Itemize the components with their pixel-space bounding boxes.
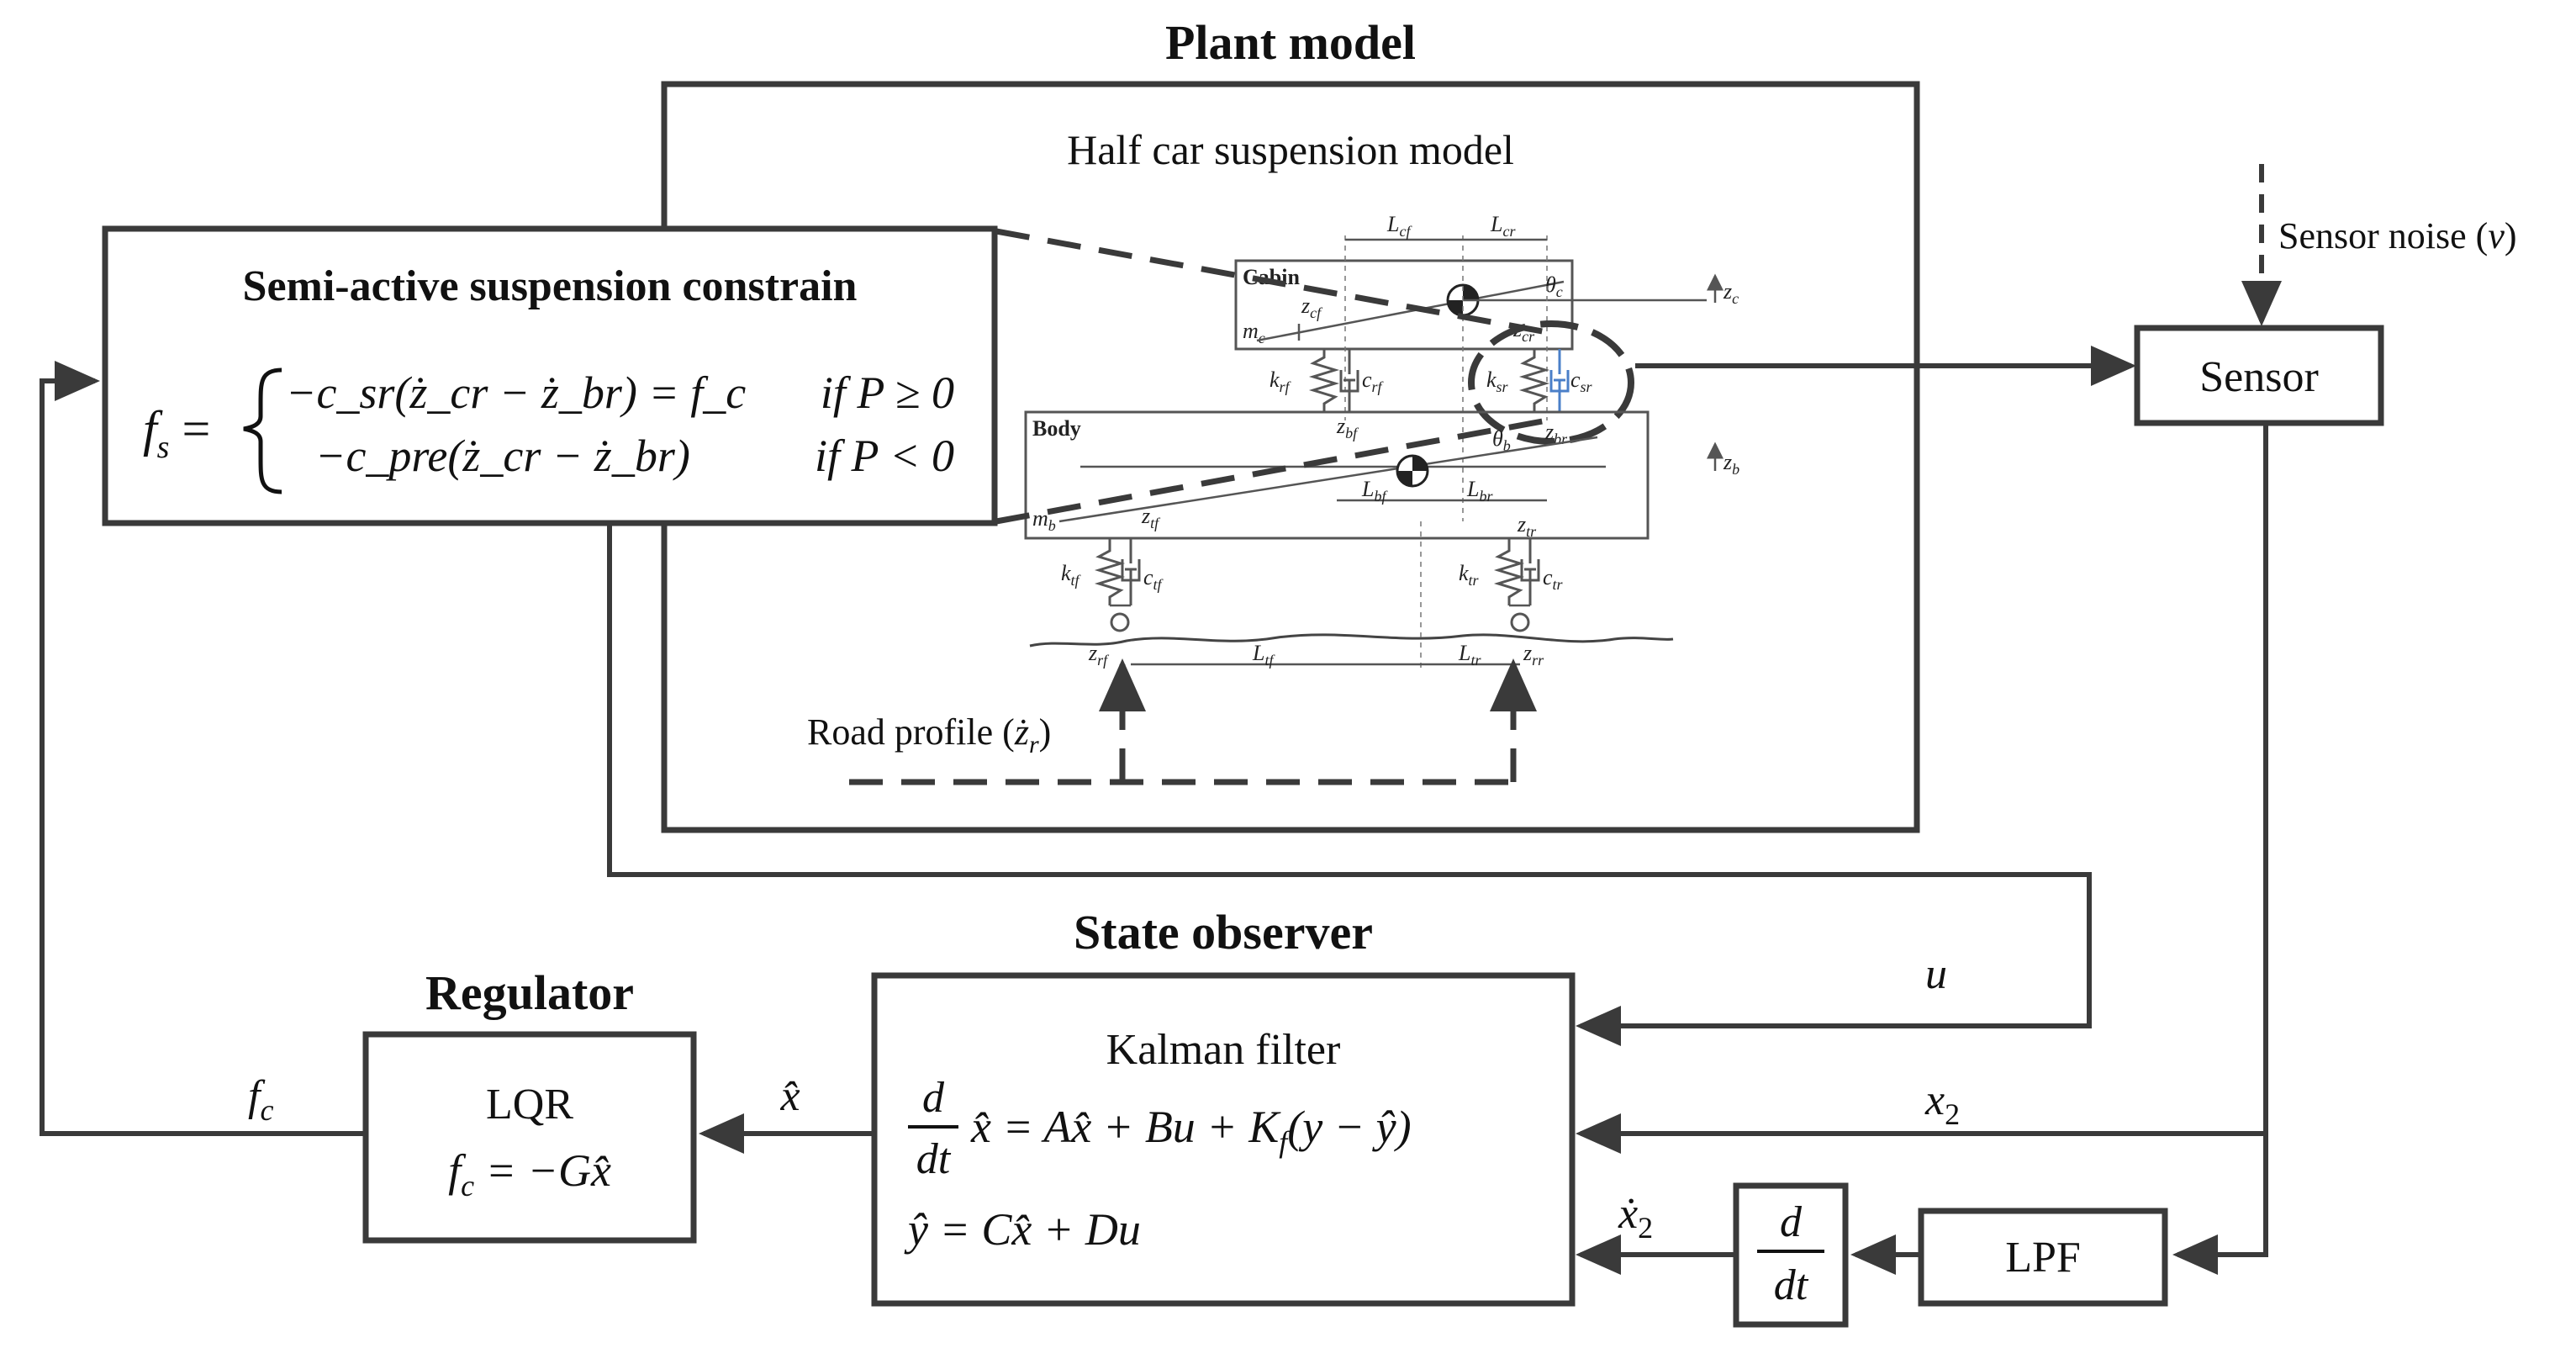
constraint-title: Semi-active suspension constrain xyxy=(243,262,858,310)
constraint-row1: −c_sr(ż_cr − ż_br) = f_c xyxy=(286,367,746,418)
lqr-equation: fc = −Gx̂ xyxy=(448,1145,611,1203)
plant-model-title: Plant model xyxy=(1165,15,1416,70)
plant-subtitle: Half car suspension model xyxy=(1067,126,1514,173)
kalman-filter-label: Kalman filter xyxy=(1106,1026,1341,1074)
rear-wheel-contact xyxy=(1510,612,1530,632)
zb-label: zb xyxy=(1723,450,1739,478)
svg-text:dt: dt xyxy=(916,1135,952,1183)
svg-text:ŷ = Cx̂ + Du: ŷ = Cx̂ + Du xyxy=(904,1204,1141,1255)
u-label: u xyxy=(1925,950,1947,998)
front-wheel-contact xyxy=(1110,612,1130,632)
csr-label: csr xyxy=(1570,367,1593,395)
svg-text:fs =: fs = xyxy=(143,401,210,465)
zcf-label: zcf xyxy=(1301,293,1323,321)
lqr-label: LQR xyxy=(486,1081,573,1129)
constraint-row2-cond: if P < 0 xyxy=(815,431,954,481)
kalman-filter-box xyxy=(871,972,1576,1307)
ztr-label: ztr xyxy=(1517,512,1537,540)
ctr-label: ctr xyxy=(1543,565,1564,593)
sensor-noise-label: Sensor noise (ν) xyxy=(2278,215,2517,256)
mc-label: mc xyxy=(1243,319,1265,346)
constraint-row1-cond: if P ≥ 0 xyxy=(821,367,954,418)
constraint-equation: fs = −c_sr(ż_cr − ż_br) = f_c if P ≥ 0 −… xyxy=(143,367,954,494)
lpf-label: LPF xyxy=(2005,1234,2081,1282)
lbf-label: Lbf xyxy=(1361,477,1388,505)
lqr-box xyxy=(362,1031,697,1244)
road-profile-label: Road profile (żr) xyxy=(807,711,1051,759)
zoom-line-top xyxy=(995,228,1548,336)
ksr-label: ksr xyxy=(1486,367,1509,395)
sensor-label: Sensor xyxy=(2199,353,2319,401)
tire-front-damper xyxy=(1121,538,1141,605)
ztf-label: ztf xyxy=(1141,504,1161,531)
ltf-label: Ltf xyxy=(1252,641,1275,669)
regulator-title: Regulator xyxy=(425,965,634,1020)
cabin-tilt-line xyxy=(1256,280,1565,342)
fc-label: fc xyxy=(248,1072,273,1127)
ltr-label: Ltr xyxy=(1458,641,1481,669)
xhat-label: x̂ xyxy=(779,1072,800,1120)
lpf-box xyxy=(1918,1208,2168,1307)
zoom-line-bottom xyxy=(995,417,1548,525)
ctf-label: ctf xyxy=(1143,565,1164,593)
derivative-num: d xyxy=(1780,1198,1803,1246)
sensor-box xyxy=(2134,325,2384,426)
constraint-box xyxy=(102,225,998,526)
constraint-row2: −c_pre(ż_cr − ż_br) xyxy=(315,431,690,481)
body-box xyxy=(1024,410,1650,540)
tire-front-spring xyxy=(1094,538,1126,605)
cabin-box xyxy=(1234,259,1574,351)
cabin-label: Cabin xyxy=(1243,265,1300,289)
derivative-den: dt xyxy=(1774,1261,1809,1309)
kalman-equations: d dt x̂ = Ax̂ + Bu + Kf(y − ŷ) ŷ = Cx̂ +… xyxy=(904,1074,1412,1255)
body-tilt-line xyxy=(1058,436,1598,523)
svg-text:x̂ = Ax̂ + Bu + Kf(y − ŷ): x̂ = Ax̂ + Bu + Kf(y − ŷ) xyxy=(970,1102,1412,1159)
zc-label: zc xyxy=(1723,279,1739,307)
rear-suspension-highlight xyxy=(1468,320,1634,445)
ktr-label: ktr xyxy=(1459,561,1480,589)
body-label: Body xyxy=(1032,416,1081,441)
tire-rear-damper xyxy=(1520,538,1540,605)
state-observer-title: State observer xyxy=(1074,905,1373,959)
cabin-rear-spring xyxy=(1518,349,1550,412)
lbr-label: Lbr xyxy=(1466,477,1493,505)
u-wire xyxy=(607,526,2092,1046)
mb-label: mb xyxy=(1032,506,1056,534)
lcr-label: Lcr xyxy=(1490,212,1516,240)
cabin-rear-damper xyxy=(1549,349,1570,412)
theta-b-label: θb xyxy=(1492,426,1511,454)
cabin-front-damper xyxy=(1339,349,1359,412)
crf-label: crf xyxy=(1362,367,1385,395)
zbf-label: zbf xyxy=(1336,414,1359,441)
cabin-front-spring xyxy=(1308,349,1340,412)
sensor-output-wire xyxy=(2172,425,2268,1275)
lcf-label: Lcf xyxy=(1386,212,1412,240)
fc-feedback-wire xyxy=(40,361,366,1136)
tire-rear-spring xyxy=(1493,538,1525,605)
x2-label: x2 xyxy=(1924,1076,1960,1131)
krf-label: krf xyxy=(1270,367,1292,395)
svg-text:d: d xyxy=(922,1074,945,1122)
ktf-label: ktf xyxy=(1061,561,1082,589)
road-surface xyxy=(1029,633,1674,648)
x2dot-label: ẋ2 xyxy=(1618,1190,1653,1245)
theta-c-label: θc xyxy=(1545,272,1563,300)
